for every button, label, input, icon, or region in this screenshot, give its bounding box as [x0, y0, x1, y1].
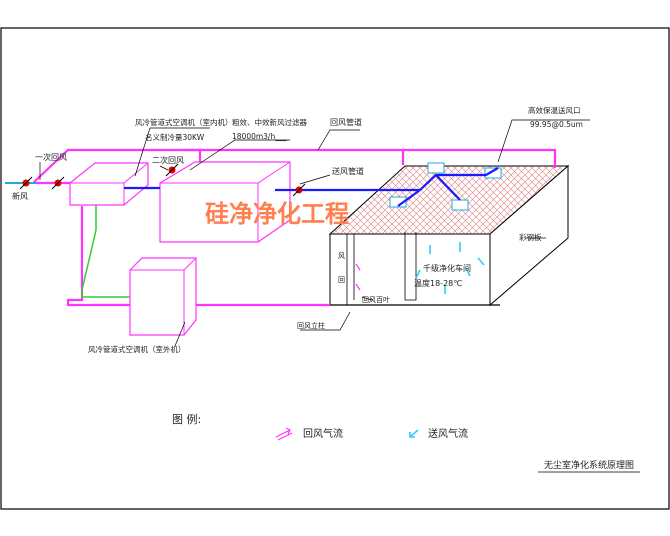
- fresh-air-label: 新风: [12, 191, 28, 201]
- outdoor-unit: [129, 257, 197, 336]
- return-column-lines: [346, 234, 355, 305]
- hepa-outlet-label: 高效保温送风口: [528, 105, 581, 115]
- room-front-wall: [329, 233, 491, 306]
- indoor-unit: [69, 162, 149, 206]
- return-pipe-to-column: [66, 206, 330, 307]
- room-side-wall: [489, 164, 569, 307]
- return-duct-network: [33, 148, 557, 307]
- hepa-outlets: [389, 162, 502, 211]
- supply-duct-label: 送风管道: [332, 166, 364, 176]
- return-arrow-icon: [355, 283, 361, 291]
- room-temperature-label: 温度18-28℃: [414, 278, 462, 288]
- return-arrow-icon: [355, 263, 361, 271]
- legend-return-icon: [275, 427, 293, 441]
- hepa-outlet-icon: [451, 199, 469, 211]
- supply-arrow-icon: [415, 269, 421, 279]
- room-name-label: 千级净化车间: [423, 263, 471, 273]
- wall-note-wind: 风: [338, 252, 345, 260]
- indoor-unit-label: 风冷管道式空调机（室内机）: [135, 117, 233, 127]
- supply-branch-upper: [419, 167, 499, 191]
- primary-return-top-duct: [33, 148, 285, 183]
- color-steel-plate-label: 彩钢板: [519, 232, 542, 242]
- supply-arrow-icon: [465, 267, 471, 277]
- primary-return-damper-icon: [51, 176, 65, 190]
- return-column-label: 回风立柱: [297, 321, 325, 330]
- outdoor-unit-label: 风冷管道式空调机（室外机）: [88, 344, 186, 354]
- return-duct-mid: [285, 148, 405, 165]
- indoor-unit-capacity-label: 名义制冷量30KW: [145, 132, 205, 142]
- secondary-return-label: 二次回风: [152, 155, 184, 165]
- fresh-air-damper-icon: [19, 176, 33, 190]
- dampers: [19, 163, 306, 197]
- partition-lines: [404, 232, 417, 301]
- supply-airflow-arrows: [415, 242, 485, 294]
- refrigerant-pipe: [81, 203, 150, 298]
- drawing-title: 无尘室净化系统原理图: [544, 459, 634, 471]
- supply-branch-lower-right: [435, 174, 461, 201]
- filter-label: 粗效、中效新风过滤器: [232, 117, 307, 127]
- drawing-frame: [0, 27, 670, 510]
- secondary-return-damper-icon: [165, 163, 179, 177]
- legend-supply-icon: [409, 429, 419, 438]
- hepa-outlet-icon: [484, 167, 502, 179]
- hepa-efficiency-label: 99.95@0.5um: [530, 120, 583, 129]
- legend-title: 图 例:: [172, 412, 201, 426]
- return-airflow-arrows: [355, 263, 361, 291]
- legend-supply-label: 送风气流: [428, 427, 468, 440]
- watermark-text: 硅净净化工程: [205, 200, 349, 228]
- leader-lines: [39, 119, 590, 347]
- return-duct-label: 回风管道: [330, 117, 362, 127]
- hepa-outlet-icon: [427, 162, 445, 174]
- supply-damper-icon: [292, 183, 306, 197]
- return-duct-right: [403, 148, 557, 168]
- filter-box: [159, 161, 291, 243]
- wall-note-return: 回: [338, 276, 345, 284]
- legend-return-label: 回风气流: [303, 427, 343, 440]
- return-grille-label: 回风百叶: [362, 295, 390, 304]
- supply-branch-lower-left: [397, 189, 421, 207]
- primary-return-label: 一次回风: [35, 152, 67, 162]
- hepa-outlet-icon: [389, 196, 407, 208]
- filter-airflow-label: 18000m3/h___: [232, 132, 287, 141]
- supply-arrow-icon: [477, 257, 485, 266]
